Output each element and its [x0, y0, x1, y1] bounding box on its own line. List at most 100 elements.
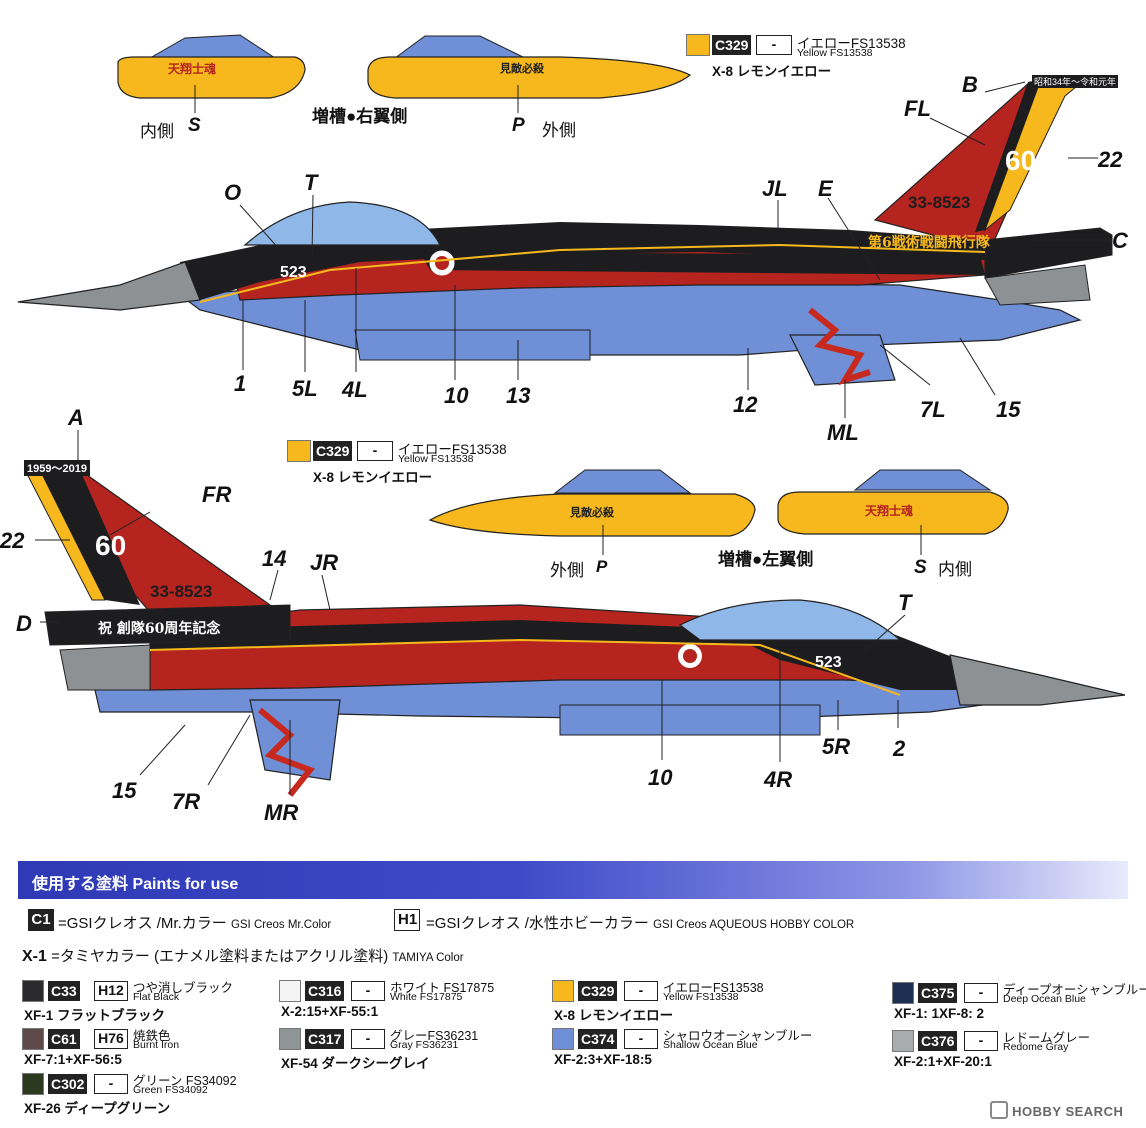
tank-slogan-b-top: 見敵必殺 — [500, 63, 544, 75]
paint-swatch — [552, 980, 574, 1002]
paint-code: C374 — [578, 1029, 618, 1049]
unit-text-top: 第6戦術戦闘飛行隊 — [868, 235, 990, 251]
legend-c-main: =GSIクレオス /Mr.カラー — [58, 915, 227, 932]
callout-22-bottom: 22 — [0, 528, 25, 553]
paint-swatch — [22, 1028, 44, 1050]
hobby-search-logo: HOBBY SEARCH — [990, 1101, 1123, 1119]
tank-top-left-letter: S — [188, 115, 201, 136]
tank-slogan-b-mid: 見敵必殺 — [570, 507, 614, 519]
paint-swatch — [279, 980, 301, 1002]
leader-lines — [35, 81, 1110, 795]
logo-text: HOBBY SEARCH — [1012, 1104, 1124, 1119]
paint-h-code: H12 — [94, 981, 128, 1001]
paint-name-jp: シャロウオーシャンブルー — [663, 1029, 813, 1043]
callout-5L: 5L — [292, 376, 318, 401]
paint-name-en: Flat Black — [133, 991, 180, 1003]
paint-name-en: Green FS34092 — [133, 1084, 208, 1096]
paint-name-jp: イエローFS13538 — [663, 981, 764, 995]
dates-top: 昭和34年〜令和元年 — [1032, 75, 1119, 88]
paint-h-code: - — [624, 981, 658, 1001]
paint-name-en: Yellow FS13538 — [663, 991, 739, 1003]
legend-x-main: =タミヤカラー (エナメル塗料またはアクリル塗料) — [51, 948, 389, 965]
nose-number-top: 523 — [280, 264, 307, 281]
callout-D: D — [16, 611, 32, 636]
tank-bottom-title: 増槽●左翼側 — [718, 550, 814, 569]
callout-14: 14 — [262, 546, 287, 571]
paint-swatch — [892, 1030, 914, 1052]
paint-code: C316 — [305, 981, 345, 1001]
paint-swatch — [892, 982, 914, 1004]
serial-top: 33-8523 — [908, 193, 971, 212]
yellow-tag-mid-jp: イエローFS13538 — [398, 442, 507, 457]
tank-slogan-a-mid: 天翔士魂 — [865, 504, 914, 518]
callout-B: B — [962, 72, 978, 97]
aircraft-right-side — [23, 469, 1126, 797]
drop-tank-mid-right — [777, 469, 1009, 535]
fin-60-top: 60 — [1005, 145, 1037, 176]
tank-top-right-caption: 外側 — [542, 121, 576, 140]
yellow-tag-mid-h: - — [357, 441, 393, 461]
serial-bottom: 33-8523 — [150, 582, 213, 601]
legend-x-code: X-1 — [22, 948, 47, 965]
callout-22-top: 22 — [1098, 147, 1123, 172]
paint-name-jp: グレーFS36231 — [390, 1029, 479, 1043]
callout-7R: 7R — [172, 789, 201, 814]
paint-mix: XF-26 ディープグリーン — [24, 1101, 171, 1116]
legend-x-small: TAMIYA Color — [392, 952, 464, 964]
paint-swatch — [279, 1028, 301, 1050]
tank-top-left-caption: 内側 — [140, 122, 174, 141]
paint-h-code: H76 — [94, 1029, 128, 1049]
paint-name-en: Redome Gray — [1003, 1041, 1069, 1053]
nose-number-bottom: 523 — [815, 654, 842, 671]
callout-ML: ML — [827, 420, 859, 445]
dates-bottom: 1959〜2019 — [24, 460, 90, 476]
tank-top-title: 増槽●右翼側 — [312, 107, 408, 126]
paint-swatch — [22, 1073, 44, 1095]
paints-banner: 使用する塗料 Paints for use — [18, 861, 1128, 899]
paint-name-en: Shallow Ocean Blue — [663, 1039, 758, 1051]
legend-h-text: =GSIクレオス /水性ホビーカラー GSI Creos AQUEOUS HOB… — [426, 912, 854, 933]
callout-T-bottom: T — [898, 590, 912, 615]
tank-bottom-right-caption: 内側 — [938, 560, 972, 579]
fin-60-bottom: 60 — [95, 530, 127, 561]
paint-name-jp: ホワイト FS17875 — [390, 981, 495, 995]
unit-text-bottom: 祝 創隊60周年記念 — [98, 621, 221, 637]
paint-mix: X-8 レモンイエロー — [554, 1008, 674, 1023]
callout-10-top: 10 — [444, 383, 469, 408]
paint-code: C376 — [918, 1031, 958, 1051]
paint-code: C329 — [578, 981, 618, 1001]
yellow-tag-mid-swatch — [287, 440, 311, 462]
callout-15-top: 15 — [996, 397, 1021, 422]
callout-10-bottom: 10 — [648, 765, 673, 790]
legend-h-main: =GSIクレオス /水性ホビーカラー — [426, 915, 649, 932]
callout-4R: 4R — [764, 767, 793, 792]
tank-slogan-a-top: 天翔士魂 — [168, 62, 217, 76]
tank-bottom-left-letter: P — [596, 557, 608, 576]
paint-h-code: - — [624, 1029, 658, 1049]
legend-c-small: GSI Creos Mr.Color — [230, 919, 332, 931]
legend-x-text: X-1 =タミヤカラー (エナメル塗料またはアクリル塗料) TAMIYA Col… — [22, 945, 464, 966]
callout-13: 13 — [506, 383, 531, 408]
paint-mix: XF-1 フラットブラック — [24, 1008, 166, 1023]
callout-1: 1 — [234, 371, 247, 396]
paint-name-en: White FS17875 — [390, 991, 463, 1003]
paint-name-jp: つや消しブラック — [133, 981, 234, 995]
paint-code: C375 — [918, 983, 958, 1003]
paint-mix: XF-2:1+XF-20:1 — [894, 1054, 992, 1069]
yellow-tag-top-en: Yellow FS13538 — [797, 47, 873, 59]
paint-name-jp: 焼鉄色 — [133, 1029, 171, 1043]
paint-code: C61 — [48, 1029, 80, 1049]
yellow-tag-mid-en: Yellow FS13538 — [398, 453, 474, 465]
yellow-tag-top-mix: X-8 レモンイエロー — [712, 64, 832, 79]
callout-JL: JL — [762, 176, 788, 201]
legend-h-small: GSI Creos AQUEOUS HOBBY COLOR — [653, 919, 855, 931]
callout-A: A — [68, 405, 84, 430]
aircraft-left-side — [17, 81, 1113, 386]
legend-h-code: H1 — [394, 909, 420, 931]
tank-bottom-left-caption: 外側 — [550, 561, 584, 580]
callout-JR: JR — [310, 550, 339, 575]
callout-FL: FL — [904, 96, 931, 121]
callout-MR: MR — [264, 800, 299, 825]
yellow-tag-top-swatch — [686, 34, 710, 56]
callout-FR: FR — [202, 482, 232, 507]
